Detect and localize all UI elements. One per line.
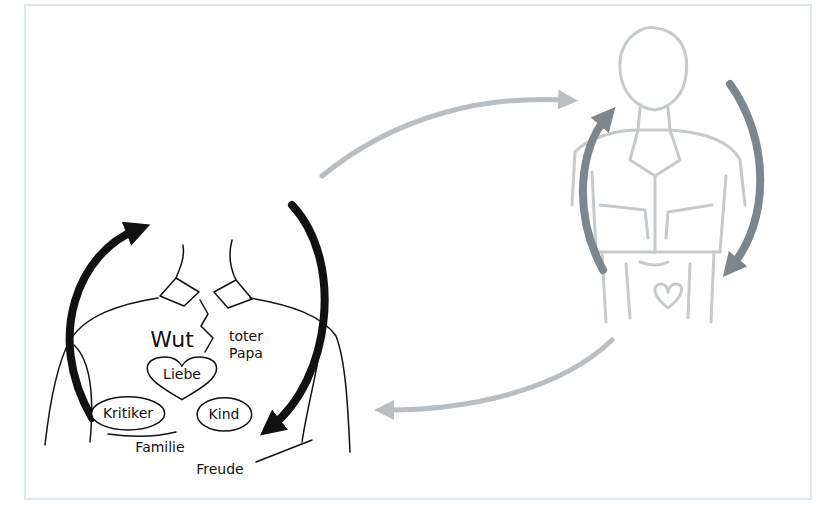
cycle-arrows xyxy=(70,84,761,426)
heart-shape: Liebe xyxy=(145,356,219,401)
chest-word: Kind xyxy=(209,406,240,423)
round-shape: Kritiker xyxy=(90,396,166,431)
chest-word: Freude xyxy=(196,461,243,478)
round-shape: Kind xyxy=(196,397,253,432)
chest-word: Familie xyxy=(135,439,184,456)
frame xyxy=(25,5,811,499)
chest-word: Liebe xyxy=(163,366,201,383)
chest-word: Kritiker xyxy=(103,405,153,422)
chest-word: toter Papa xyxy=(220,328,272,362)
chest-word: Wut xyxy=(150,327,194,353)
right-figure xyxy=(572,28,745,322)
